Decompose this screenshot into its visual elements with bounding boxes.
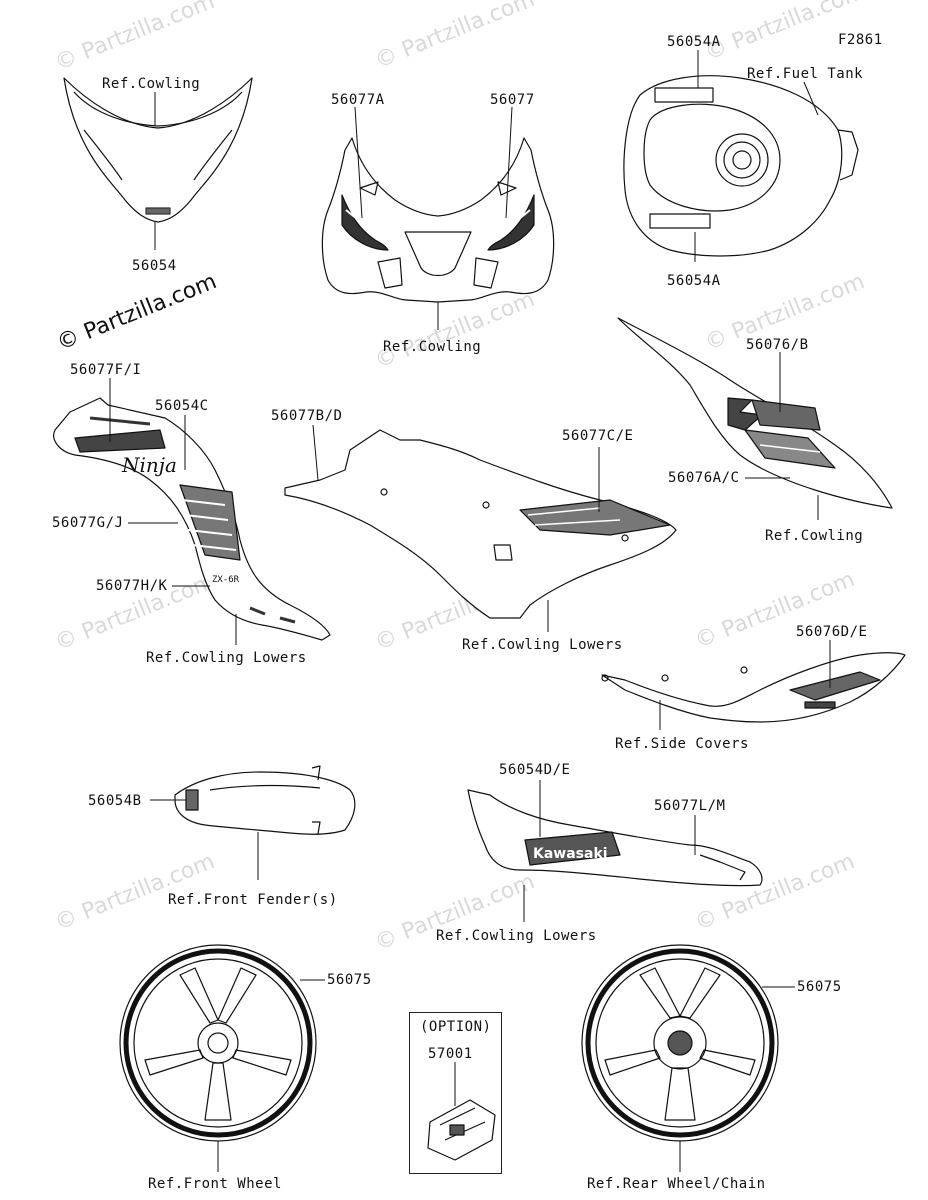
callout-ref-fuel-tank: Ref.Fuel Tank <box>747 66 864 82</box>
callout-ref-front-wheel: Ref.Front Wheel <box>148 1176 282 1192</box>
callout-ref-cowling-upper: Ref.Cowling <box>383 339 482 355</box>
callout-56054de: 56054D/E <box>499 762 571 778</box>
callout-56077: 56077 <box>490 92 535 108</box>
callout-ref-cowling-lowers-center: Ref.Cowling Lowers <box>462 637 623 653</box>
callout-ref-cowling-lowers-right: Ref.Cowling Lowers <box>436 928 597 944</box>
callout-56054: 56054 <box>132 258 177 274</box>
figure-code: F2861 <box>838 32 883 48</box>
callout-56076b: 56076/B <box>746 337 809 353</box>
callout-56075-right: 56075 <box>797 979 842 995</box>
callout-option: (OPTION) <box>420 1019 492 1035</box>
callout-56077hk: 56077H/K <box>96 578 168 594</box>
callout-56077lm: 56077L/M <box>654 798 726 814</box>
windscreen <box>63 77 253 223</box>
ninja-decal: Ninja <box>121 453 177 477</box>
callout-ref-cowling-windscreen: Ref.Cowling <box>102 76 201 92</box>
tail-cowling <box>617 317 893 509</box>
zx-decal: ZX-6R <box>212 575 240 585</box>
left-fairing: Ninja ZX-6R <box>53 397 331 641</box>
leader-lines <box>109 50 831 1172</box>
callout-56077bd: 56077B/D <box>271 408 343 424</box>
callout-56054b: 56054B <box>88 793 142 809</box>
callout-ref-cowling-lowers-left: Ref.Cowling Lowers <box>146 650 307 666</box>
side-covers <box>601 652 906 723</box>
callout-56054a-top: 56054A <box>667 34 721 50</box>
callout-56076ac: 56076A/C <box>668 470 740 486</box>
callout-56077fi: 56077F/I <box>70 362 142 378</box>
callout-ref-rear-wheel: Ref.Rear Wheel/Chain <box>587 1176 766 1192</box>
lower-fairing-right: Kawasaki <box>467 789 763 887</box>
callout-ref-front-fender: Ref.Front Fender(s) <box>168 892 338 908</box>
option-part <box>427 1099 496 1161</box>
kawasaki-decal: Kawasaki <box>533 846 608 862</box>
rear-wheel <box>581 944 779 1142</box>
callout-56076de: 56076D/E <box>796 624 868 640</box>
fuel-tank <box>623 75 859 257</box>
callout-ref-side-covers: Ref.Side Covers <box>615 736 749 752</box>
callout-56077a: 56077A <box>331 92 385 108</box>
upper-cowling <box>321 137 555 303</box>
callout-56075-left: 56075 <box>327 972 372 988</box>
front-wheel <box>119 944 317 1142</box>
callout-57001: 57001 <box>428 1046 473 1062</box>
callout-56054a-bottom: 56054A <box>667 273 721 289</box>
callout-56077ce: 56077C/E <box>562 428 634 444</box>
center-fairing <box>284 429 677 619</box>
callout-56054c: 56054C <box>155 398 209 414</box>
callout-ref-cowling-tail: Ref.Cowling <box>765 528 864 544</box>
front-fender <box>174 765 356 835</box>
callout-56077gj: 56077G/J <box>52 515 124 531</box>
option-box <box>409 1012 502 1174</box>
